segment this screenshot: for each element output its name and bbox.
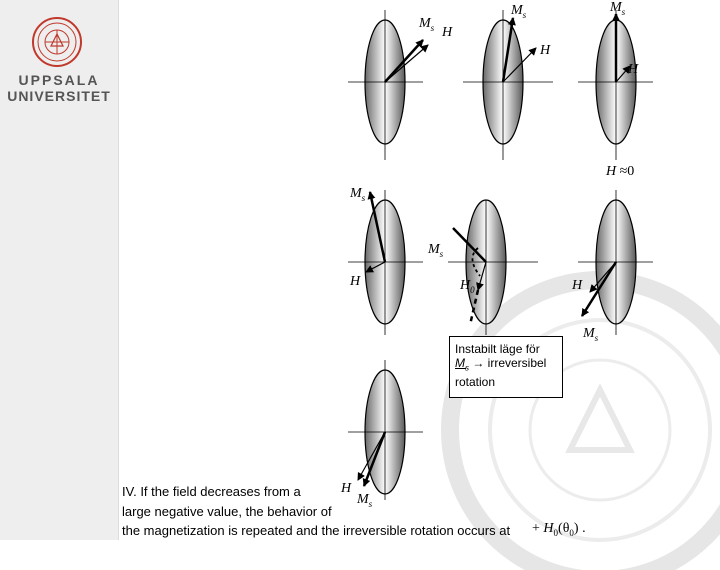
label-h-r2c3: H [572,278,583,293]
label-ms-r2c1: Ms [350,186,366,203]
university-seal-icon [32,17,82,67]
label-h0: H0 [460,278,475,295]
ellipse-row1-col3 [578,10,653,160]
caption-line2: large negative value, the behavior of [122,504,332,519]
ellipse-row2-col1 [348,190,423,335]
label-ms-r2c3: Ms [583,326,599,343]
label-ms-r1c1: Ms [419,16,435,33]
ellipse-row2-col3 [578,190,653,335]
magnetization-rotation-diagram [348,10,653,500]
caption-line1: IV. If the field decreases from a [122,484,301,499]
university-name-line2: UNIVERSITET [7,88,111,104]
label-ms-r1c3: Ms [610,0,626,17]
note-line2: Ms → irreversibel [455,356,547,373]
label-ms-r1c2: Ms [511,3,527,20]
note-line1: Instabilt läge för [455,342,540,356]
instability-note: Instabilt läge för Ms → irreversibel rot… [449,336,563,398]
label-ms-r3c1: Ms [357,492,373,509]
label-h-r1c3: H [628,62,639,77]
label-h-r3c1: H [341,481,352,496]
ellipse-row3-col1 [348,360,423,500]
caption-formula: + H0(θ0) . [532,521,586,538]
label-h-r1c1: H [442,25,453,40]
label-h-r2c1: H [350,274,361,289]
note-line3: rotation [455,375,496,390]
sidebar: UPPSALA UNIVERSITET [0,0,119,540]
ellipse-row1-col2 [463,10,553,160]
caption-line3: the magnetization is repeated and the ir… [122,523,511,538]
ellipse-row2-col2 [448,199,538,335]
university-name-line1: UPPSALA [18,72,100,88]
label-h-approx-zero: H ≈0 [606,164,635,179]
ellipse-row1-col1 [348,10,429,160]
label-ms-r2c2: Ms [428,242,444,259]
label-h-r1c2: H [540,43,551,58]
